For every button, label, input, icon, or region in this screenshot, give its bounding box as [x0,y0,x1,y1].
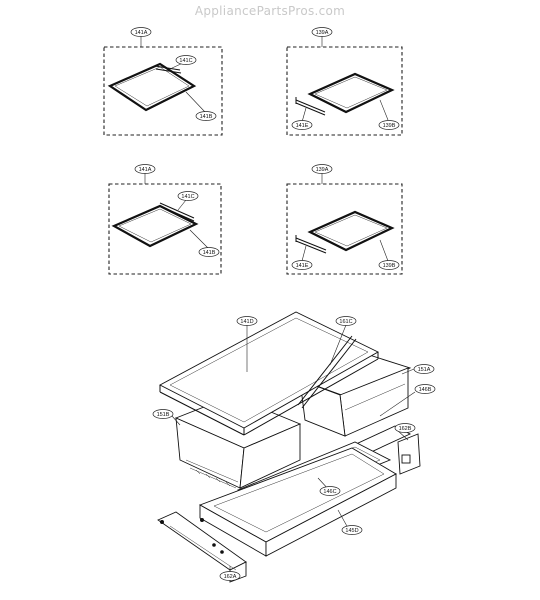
svg-text:141E: 141E [296,123,309,129]
group-141a-top: 141A 141C 141B [103,27,223,136]
callout-141a: 141A [130,27,152,37]
svg-text:139B: 139B [383,123,396,129]
svg-text:141B: 141B [203,250,216,256]
callout-161c: 161C [335,316,357,326]
svg-text:161C: 161C [339,319,352,325]
callout-151a: 151A [413,364,435,374]
callout-141b: 141B [195,111,217,121]
callout-139b-2: 139B [378,260,400,270]
svg-text:162A: 162A [224,574,237,580]
callout-141c-2: 141C [177,191,199,201]
svg-text:141C: 141C [181,194,194,200]
callout-146b: 146B [414,384,436,394]
watermark-text: AppliancePartsPros.com [194,4,346,18]
svg-text:162B: 162B [399,426,412,432]
callout-145d: 145D [341,525,363,535]
svg-text:151A: 151A [418,367,431,373]
callout-139b: 139B [378,120,400,130]
svg-text:146C: 146C [323,489,336,495]
group-139a-middle: 139A 141E 139B [286,164,403,275]
group-139a-top: 139A 141E 139B [286,27,403,136]
callout-141e: 141E [291,120,313,130]
svg-text:141A: 141A [139,167,152,173]
callout-151b: 151B [152,409,174,419]
callout-141d: 141D [236,316,258,326]
callout-162b: 162B [394,423,416,433]
svg-text:141A: 141A [135,30,148,36]
callout-139a: 139A [311,27,333,37]
svg-text:139A: 139A [316,30,329,36]
drawer-assembly: 141D 161C 151A 146B 151B 162B 146C 145D [152,311,436,583]
callout-141c: 141C [175,55,197,65]
callout-141e-2: 141E [291,260,313,270]
svg-text:146B: 146B [419,387,432,393]
svg-text:141E: 141E [296,263,309,269]
callout-139a-2: 139A [311,164,333,174]
svg-text:141B: 141B [200,114,213,120]
svg-text:141D: 141D [240,319,253,325]
callout-141a-2: 141A [134,164,156,174]
svg-text:151B: 151B [157,412,170,418]
callout-162a: 162A [219,571,241,581]
callout-146c: 146C [319,486,341,496]
group-141a-middle: 141A 141C 141B [108,164,222,275]
svg-text:139B: 139B [383,263,396,269]
svg-text:145D: 145D [345,528,358,534]
svg-text:141C: 141C [179,58,192,64]
callout-141b-2: 141B [198,247,220,257]
svg-text:139A: 139A [316,167,329,173]
